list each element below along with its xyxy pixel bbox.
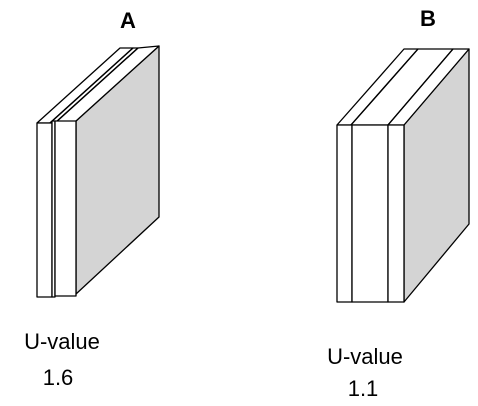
glazing-unit-a-inner-pane: [54, 120, 77, 297]
glazing-unit-b: [336, 48, 470, 303]
panel-b-uvalue-number: 1.1: [348, 376, 379, 401]
panel-a-uvalue-number: 1.6: [43, 365, 74, 390]
glazing-unit-b-outer-pane: [336, 124, 353, 303]
panel-a-label: A: [120, 8, 136, 33]
glazing-unit-a: [36, 45, 160, 298]
glazing-unit-b-inner-pane: [387, 124, 405, 303]
panel-b-label: B: [420, 6, 436, 31]
panel-b-uvalue-title: U-value: [327, 344, 403, 369]
glazing-unit-b-air-gap: [351, 124, 389, 303]
glazing-unit-a-outer-pane: [36, 122, 53, 298]
panel-a-uvalue-title: U-value: [24, 329, 100, 354]
